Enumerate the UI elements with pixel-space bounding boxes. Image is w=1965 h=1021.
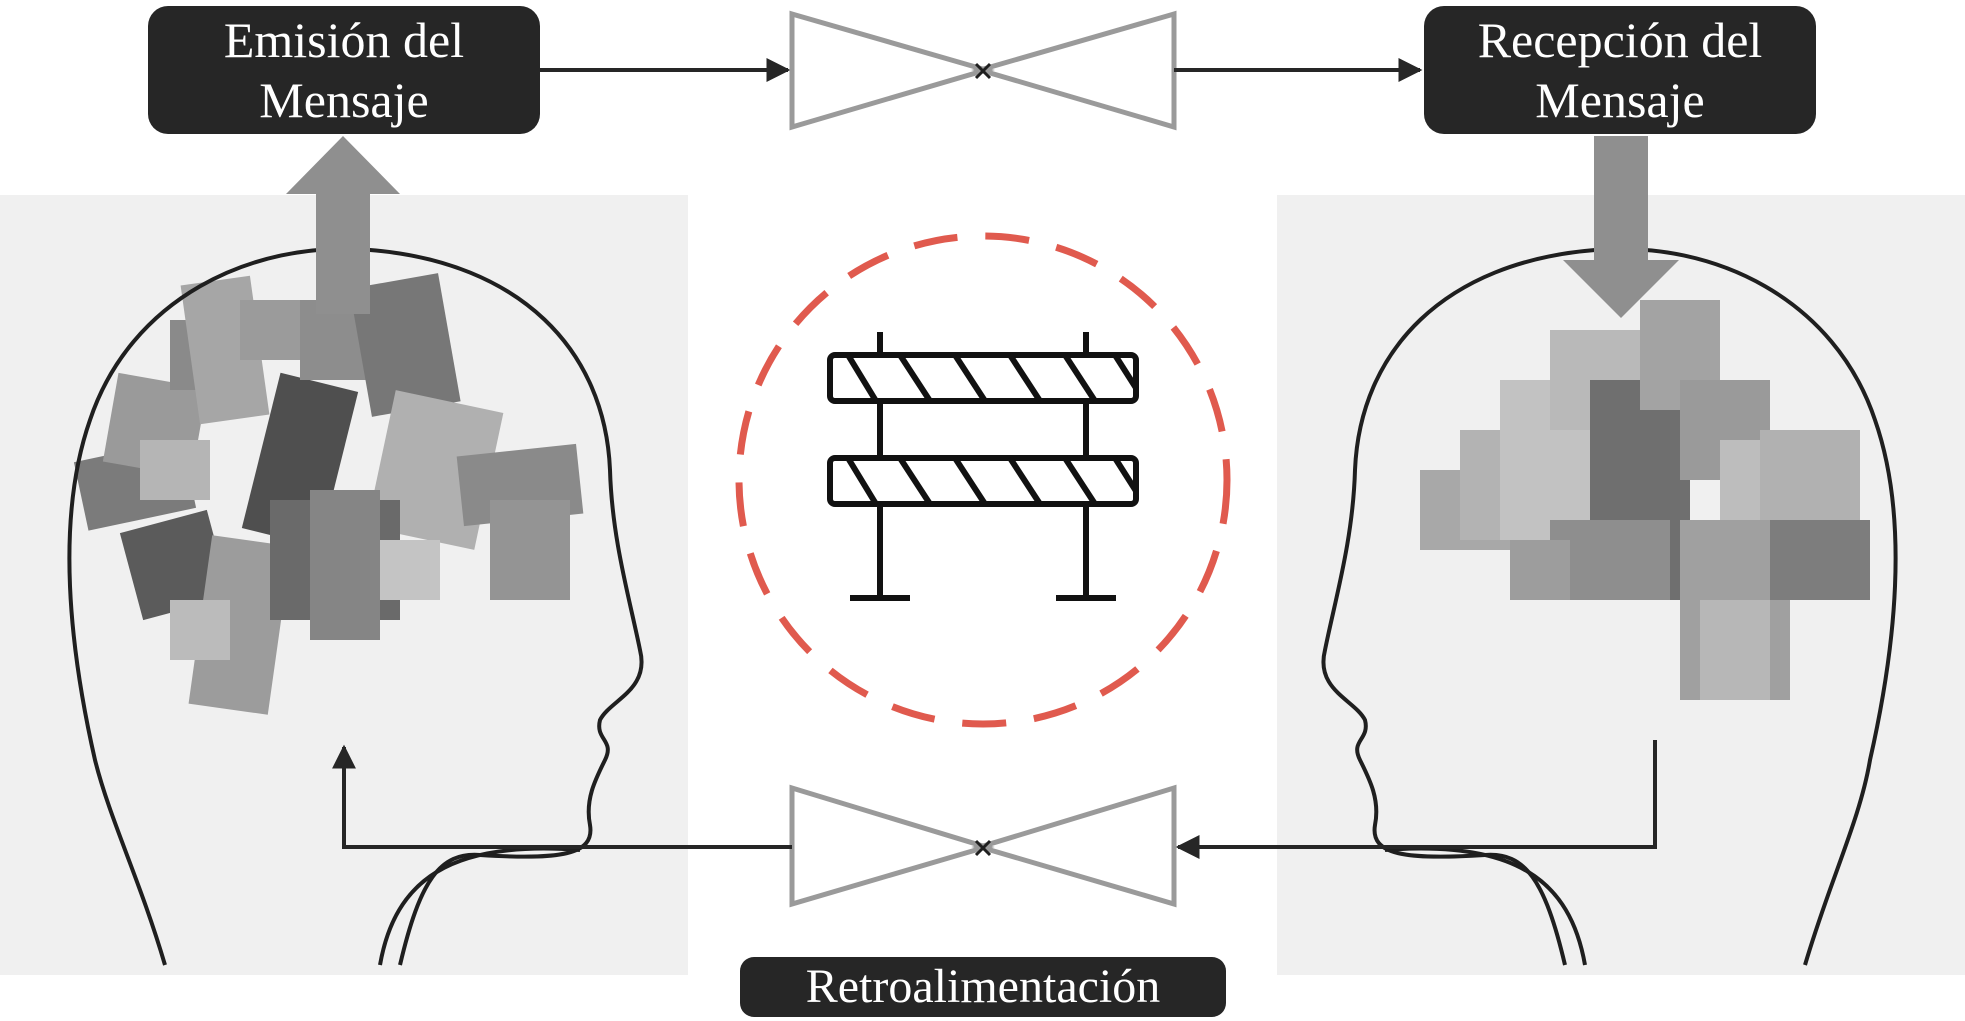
feedback-flow	[332, 740, 1657, 908]
emission-label: Emisión del Mensaje	[148, 6, 540, 134]
sender-head-panel	[0, 195, 688, 975]
sender-up-arrow	[286, 136, 400, 314]
barrier-circle	[735, 232, 1231, 728]
feedback-label-text: Retroalimentación	[805, 960, 1161, 1013]
receiver-head-outline	[1321, 247, 1898, 966]
receiver-down-arrow	[1563, 136, 1679, 318]
road-barrier-icon	[827, 332, 1139, 601]
sender-puzzle-pieces	[73, 273, 584, 715]
sender-head-outline	[67, 247, 644, 966]
reception-label: Recepción del Mensaje	[1424, 6, 1816, 134]
noise-bowtie-icon	[789, 784, 1177, 908]
noise-bowtie-icon	[789, 10, 1177, 131]
receiver-puzzle-pieces	[1420, 300, 1870, 700]
reception-label-text: Recepción del Mensaje	[1477, 12, 1763, 128]
top-flow	[540, 10, 1423, 131]
emission-label-text: Emisión del Mensaje	[223, 12, 465, 128]
feedback-label: Retroalimentación	[740, 957, 1226, 1017]
